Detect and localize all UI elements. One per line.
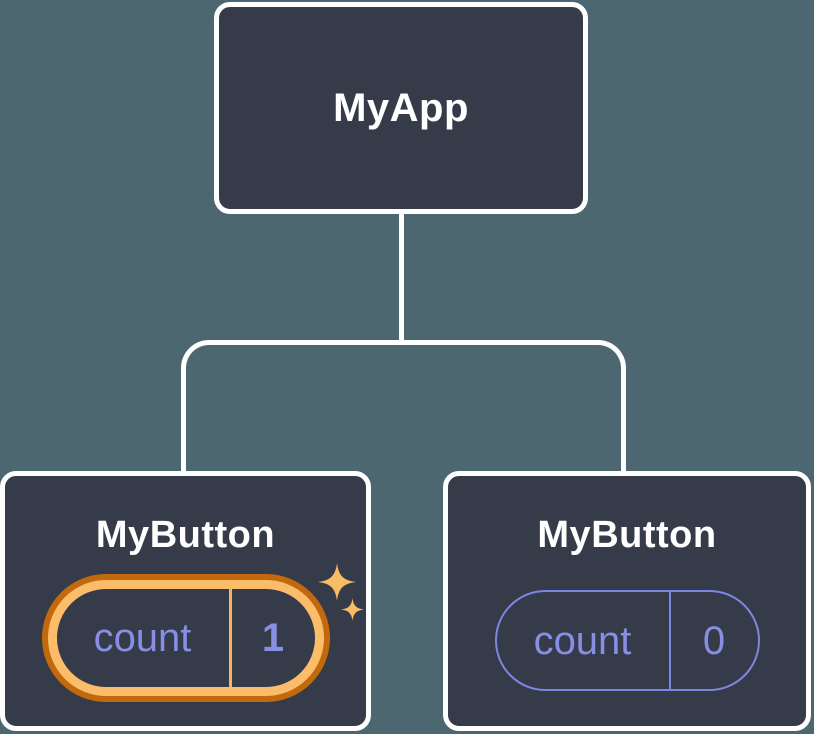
state-pill-divider	[228, 589, 232, 687]
root-node-myapp: MyApp	[214, 2, 588, 214]
root-node-label: MyApp	[333, 85, 469, 130]
state-name-label: count	[533, 618, 632, 663]
child-node-mybutton-right: MyButton count 0	[443, 471, 811, 731]
connector-branch-lines	[181, 340, 626, 473]
connector-root-stem	[399, 212, 404, 342]
sparkle-icon	[341, 598, 364, 621]
state-name-label: count	[93, 616, 192, 660]
child-node-label: MyButton	[95, 514, 276, 556]
sparkle-icon	[318, 563, 356, 601]
state-pill: count 0	[494, 590, 760, 691]
state-pill-highlighted: count 1	[41, 574, 330, 702]
child-node-label: MyButton	[537, 514, 717, 556]
state-pill-divider	[668, 592, 671, 689]
state-value: 1	[261, 616, 285, 660]
child-node-mybutton-left: MyButton count 1	[0, 471, 371, 731]
state-value: 0	[702, 618, 726, 663]
